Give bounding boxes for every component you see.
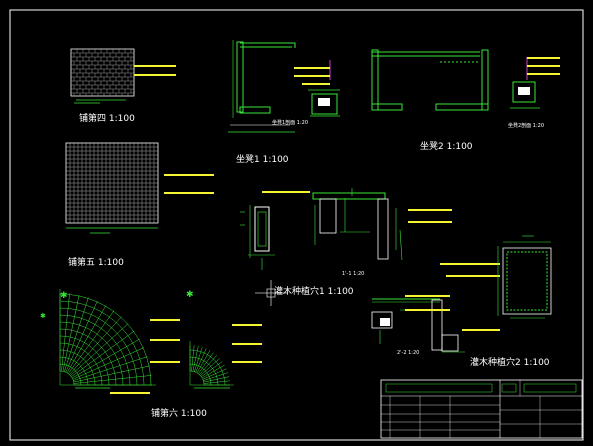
seat2-plan: [371, 49, 489, 111]
section11-title: 1'-1 1:20: [342, 271, 365, 277]
paving6-title: 铺第六 1:100: [151, 409, 207, 419]
shrub-pit2-title: 灌木种植穴2 1:100: [470, 358, 550, 368]
seat1-plan: [228, 40, 296, 133]
seat2-detail: [510, 57, 560, 109]
svg-text:✱: ✱: [186, 290, 194, 300]
paving4-plan: [70, 48, 176, 104]
drawing-frame: [9, 9, 584, 441]
shrub-pit1-title: 灌木种植穴1 1:100: [274, 287, 354, 297]
svg-text:✱: ✱: [40, 312, 46, 320]
paving5-title: 铺第五 1:100: [68, 258, 124, 268]
paving6-plan: ✱ ✱ ✱: [40, 289, 262, 394]
seat1-detail: [294, 60, 340, 117]
seat1-title: 坐凳1 1:100: [236, 155, 289, 165]
shrub-pit1-detail: [240, 188, 452, 270]
paving4-title: 铺第四 1:100: [79, 114, 135, 124]
seat2-title: 坐凳2 1:100: [420, 142, 473, 152]
crosshair-cursor-icon: [255, 280, 288, 306]
seat2-detail-title: 坐凳2剖面 1:20: [508, 123, 544, 129]
title-block: [380, 379, 583, 439]
svg-text:✱: ✱: [60, 291, 68, 301]
shrub-pit-section22: [371, 263, 500, 353]
section22-title: 2'-2 1:20: [397, 350, 420, 356]
seat1-detail-title: 坐凳1剖面 1:20: [272, 120, 308, 126]
paving5-plan: [65, 142, 214, 234]
shrub-pit2-plan: [497, 235, 552, 319]
